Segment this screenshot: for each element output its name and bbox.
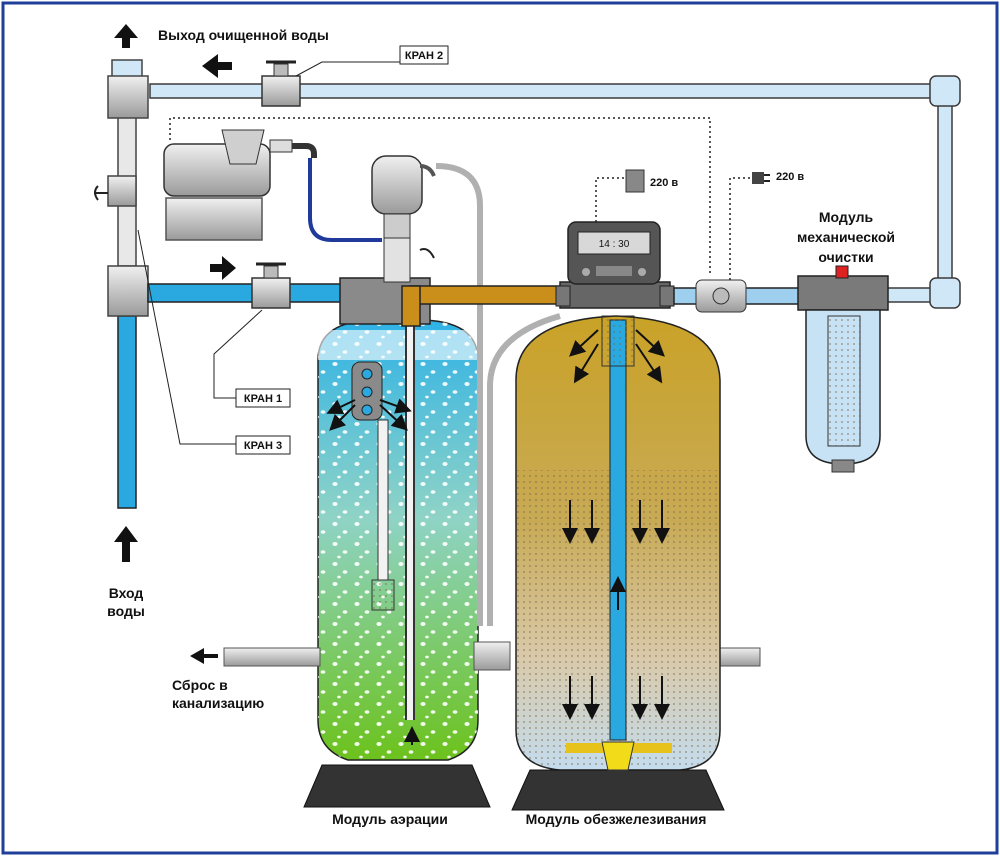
label-mech-1: Модуль: [819, 209, 874, 225]
label-iron-removal-module: Модуль обезжелезивания: [526, 811, 707, 827]
label-water-in-1: Вход: [109, 585, 144, 601]
valve-2[interactable]: [261, 60, 301, 107]
drain-flow-arrow: [190, 648, 218, 664]
tag-valve-1: КРАН 1: [235, 388, 291, 408]
iron-arrows: [562, 329, 670, 720]
label-drain-2: канализацию: [172, 695, 264, 711]
mechanical-filter: [797, 265, 889, 473]
controller: [555, 221, 675, 309]
leader-lines: [137, 61, 400, 445]
inlet-manifold: [94, 59, 149, 509]
svg-text:КРАН 2: КРАН 2: [405, 50, 443, 62]
label-mech-2: механической: [797, 229, 895, 245]
outlet-flow-arrow: [202, 54, 232, 78]
iron-removal-column: [511, 315, 725, 811]
electric-lines: [169, 117, 752, 280]
flow-arrows: [114, 24, 236, 664]
tag-power-controller: 220 в: [650, 177, 678, 189]
power-plug-icon: [752, 172, 770, 184]
inlet-up-arrow: [114, 526, 138, 562]
aeration-column: [303, 277, 491, 808]
label-aeration-module: Модуль аэрации: [332, 811, 448, 827]
tag-valve-2: КРАН 2: [399, 45, 449, 65]
gray-line-1: [435, 163, 483, 626]
label-mech-3: очистки: [818, 249, 873, 265]
tag-power-plug: 220 в: [776, 171, 804, 183]
tag-valve-3: КРАН 3: [235, 435, 291, 455]
svg-text:КРАН 1: КРАН 1: [244, 393, 282, 405]
air-release-valve: [371, 155, 436, 283]
compressor: [163, 129, 317, 241]
power-socket-icon: [625, 169, 645, 193]
valve-1[interactable]: [251, 262, 291, 309]
controller-display: 14 : 30: [599, 239, 630, 250]
drain-line: [223, 641, 761, 671]
clean-water-pipe: [149, 75, 961, 309]
label-clean-water-out: Выход очищенной воды: [158, 27, 329, 43]
aeration-arrows: [326, 398, 420, 745]
top-up-arrow: [114, 24, 138, 48]
label-water-in-2: воды: [107, 603, 145, 619]
svg-text:КРАН 3: КРАН 3: [244, 440, 282, 452]
treated-water-pipe: [673, 279, 805, 313]
label-drain-1: Сброс в: [172, 677, 228, 693]
gray-line-2: [487, 313, 561, 626]
air-line: [308, 158, 382, 242]
inlet-flow-arrow: [210, 256, 236, 280]
